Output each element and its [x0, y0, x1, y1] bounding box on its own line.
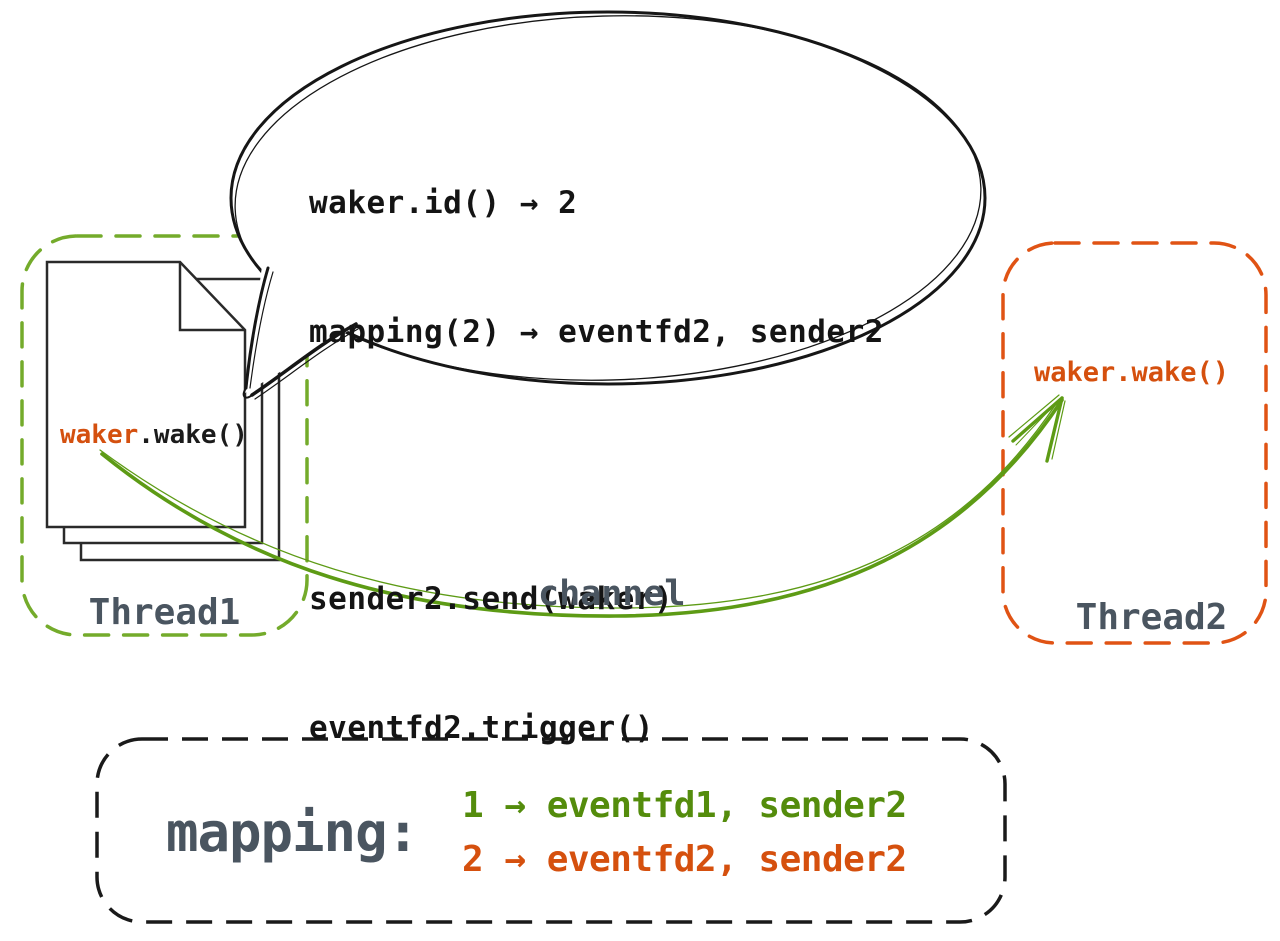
channel-arrow: [99, 394, 1066, 618]
channel-curve: [100, 398, 1064, 618]
mapping-label: mapping:: [166, 801, 419, 864]
bubble-code-gap: [309, 440, 884, 492]
document-stack: [45, 260, 281, 562]
page-fold-icon: [178, 263, 244, 332]
mapping-box: [95, 737, 1007, 924]
thread1-code-wake: .wake(): [138, 420, 248, 450]
bubble-ellipse: [229, 10, 987, 386]
arrow-head-icon: [1008, 394, 1066, 463]
bubble-code-line: sender2.send(waker): [309, 581, 674, 617]
bubble-tail: [242, 266, 359, 400]
bubble-code-line: mapping(2) → eventfd2, sender2: [309, 314, 884, 350]
thread1-label: Thread1: [88, 592, 241, 633]
thread1-code: waker.wake(): [60, 420, 248, 450]
thread1-box: [20, 234, 309, 637]
thread2-code: waker.wake(): [1034, 357, 1230, 388]
bubble-code-line: waker.id() → 2: [309, 185, 578, 221]
speech-bubble: [229, 10, 987, 400]
mapping-row-1: 1 → eventfd1, sender2: [462, 785, 907, 826]
bubble-code-line: eventfd2.trigger(): [309, 710, 654, 746]
thread2-label: Thread2: [1075, 597, 1228, 638]
channel-label: channel: [538, 574, 686, 614]
thread2-box: [1001, 241, 1268, 645]
channel-curve-sketch: [99, 403, 1057, 609]
bubble-tail-fill: [245, 266, 358, 393]
bubble-code-block: waker.id() → 2 mapping(2) → eventfd2, se…: [309, 96, 884, 836]
mapping-row-2: 2 → eventfd2, sender2: [462, 839, 907, 880]
thread1-code-waker: waker: [60, 420, 139, 450]
bubble-ellipse-sketch: [234, 15, 982, 381]
